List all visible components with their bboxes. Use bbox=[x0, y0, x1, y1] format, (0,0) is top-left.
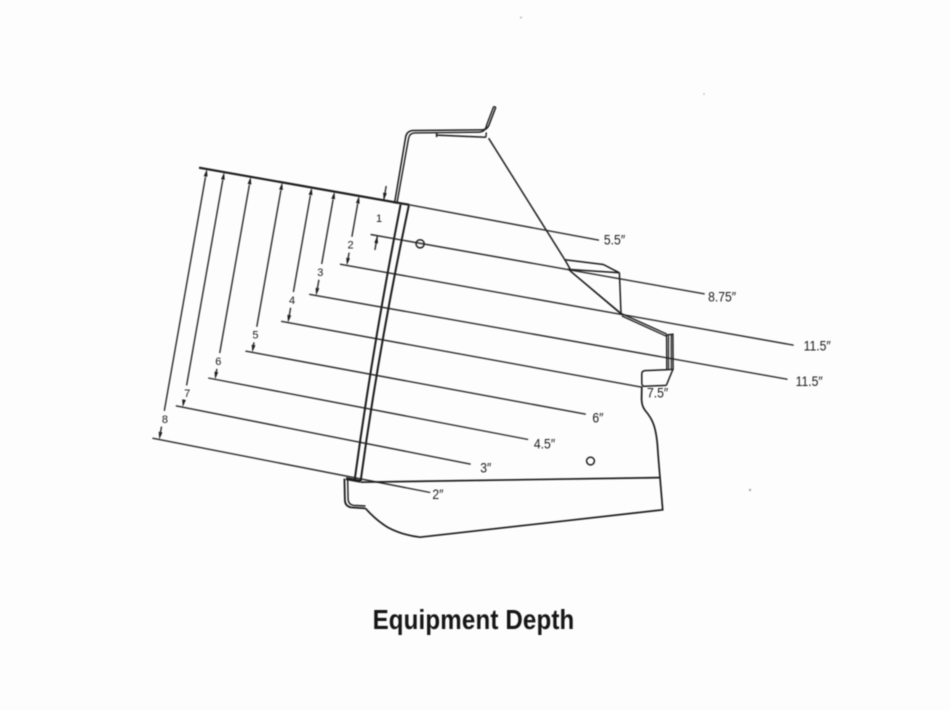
svg-text:7.5″: 7.5″ bbox=[647, 385, 669, 401]
svg-text:11.5″: 11.5″ bbox=[796, 373, 823, 389]
svg-text:6: 6 bbox=[215, 356, 221, 368]
svg-text:8.75″: 8.75″ bbox=[708, 289, 736, 305]
svg-text:11.5″: 11.5″ bbox=[804, 338, 831, 354]
svg-text:8: 8 bbox=[162, 414, 168, 426]
svg-text:6″: 6″ bbox=[592, 409, 603, 425]
svg-text:3: 3 bbox=[317, 267, 323, 279]
svg-text:1: 1 bbox=[376, 213, 382, 225]
svg-text:3″: 3″ bbox=[480, 460, 491, 476]
svg-text:4.5″: 4.5″ bbox=[534, 436, 556, 452]
svg-text:2″: 2″ bbox=[432, 486, 443, 502]
svg-text:4: 4 bbox=[289, 295, 295, 307]
svg-text:7: 7 bbox=[184, 388, 190, 400]
svg-text:Equipment Depth: Equipment Depth bbox=[373, 603, 575, 635]
svg-text:5.5″: 5.5″ bbox=[604, 232, 626, 248]
svg-text:2: 2 bbox=[347, 240, 353, 252]
svg-text:5: 5 bbox=[252, 330, 258, 342]
